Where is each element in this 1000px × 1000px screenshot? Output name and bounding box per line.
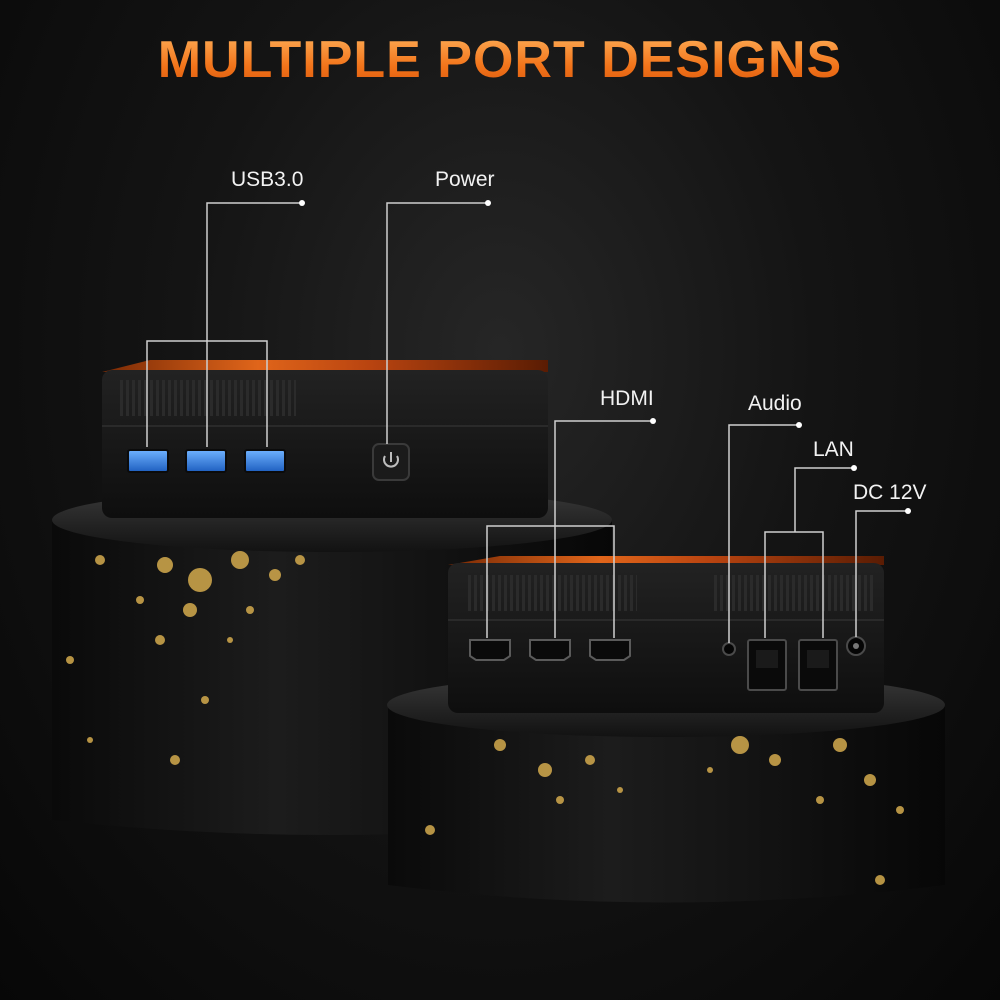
gold-veins — [66, 551, 305, 765]
usb-label: USB3.0 — [231, 168, 304, 191]
power-label: Power — [435, 168, 495, 191]
hdmi-port — [589, 639, 631, 661]
lan-port — [798, 639, 838, 691]
dc-label: DC 12V — [853, 481, 927, 504]
lan-label: LAN — [813, 438, 854, 461]
hdmi-port — [469, 639, 511, 661]
headline: MULTIPLE PORT DESIGNS — [0, 30, 1000, 90]
hdmi-label: HDMI — [600, 387, 654, 410]
gold-veins — [425, 736, 904, 885]
dc-power-jack — [846, 636, 866, 656]
mini-pc-rear — [448, 556, 884, 713]
callout-lines — [146, 202, 908, 643]
usb-port — [244, 449, 286, 473]
power-button — [372, 443, 410, 481]
usb-port — [127, 449, 169, 473]
callout-dots — [299, 200, 911, 514]
hdmi-port — [529, 639, 571, 661]
usb-port — [185, 449, 227, 473]
power-icon — [383, 452, 399, 468]
mini-pc-front — [102, 360, 548, 518]
lan-port — [747, 639, 787, 691]
audio-jack — [722, 642, 736, 656]
audio-label: Audio — [748, 392, 802, 415]
